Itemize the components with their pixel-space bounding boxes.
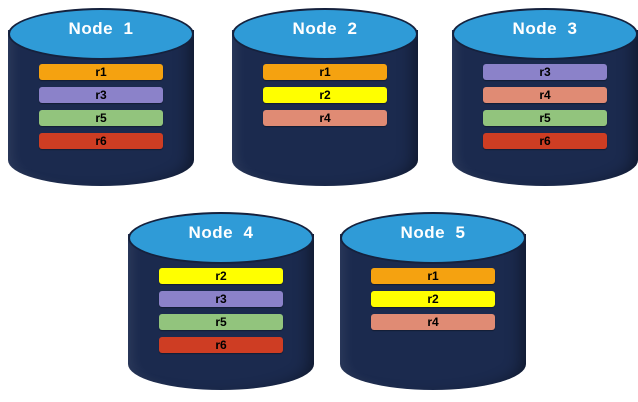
cylinder-top-icon (340, 212, 526, 264)
node-title: Node 1 (68, 19, 134, 38)
replica-bar-r1[interactable]: r1 (371, 268, 495, 284)
database-node-2[interactable]: Node 2 r1 r2 r4 (232, 8, 418, 196)
replica-bar-r4[interactable]: r4 (483, 87, 607, 103)
cylinder-top-icon (128, 212, 314, 264)
cylinder-top-icon (452, 8, 638, 60)
replica-bar-r3[interactable]: r3 (159, 291, 283, 307)
replica-bar-r3[interactable]: r3 (483, 64, 607, 80)
cylinder-top-icon (8, 8, 194, 60)
replica-bar-r5[interactable]: r5 (39, 110, 163, 126)
replica-bar-r4[interactable]: r4 (263, 110, 387, 126)
replica-list: r1 r2 r4 (371, 268, 495, 330)
replica-bar-r5[interactable]: r5 (483, 110, 607, 126)
replica-list: r1 r2 r4 (263, 64, 387, 126)
database-node-1[interactable]: Node 1 r1 r3 r5 r6 (8, 8, 194, 196)
replica-bar-r6[interactable]: r6 (483, 133, 607, 149)
replica-bar-r4[interactable]: r4 (371, 314, 495, 330)
replica-bar-r2[interactable]: r2 (159, 268, 283, 284)
node-title: Node 4 (188, 223, 254, 242)
replica-list: r1 r3 r5 r6 (39, 64, 163, 149)
database-node-4[interactable]: Node 4 r2 r3 r5 r6 (128, 212, 314, 400)
cylinder-top-icon (232, 8, 418, 60)
node-title: Node 5 (400, 223, 466, 242)
replica-bar-r3[interactable]: r3 (39, 87, 163, 103)
replica-bar-r1[interactable]: r1 (39, 64, 163, 80)
replica-bar-r6[interactable]: r6 (39, 133, 163, 149)
replica-bar-r6[interactable]: r6 (159, 337, 283, 353)
replica-bar-r1[interactable]: r1 (263, 64, 387, 80)
node-title: Node 2 (292, 19, 358, 38)
node-title: Node 3 (512, 19, 578, 38)
database-node-3[interactable]: Node 3 r3 r4 r5 r6 (452, 8, 638, 196)
database-node-5[interactable]: Node 5 r1 r2 r4 (340, 212, 526, 400)
replica-bar-r2[interactable]: r2 (263, 87, 387, 103)
replica-list: r3 r4 r5 r6 (483, 64, 607, 149)
replica-list: r2 r3 r5 r6 (159, 268, 283, 353)
replica-bar-r5[interactable]: r5 (159, 314, 283, 330)
replica-bar-r2[interactable]: r2 (371, 291, 495, 307)
